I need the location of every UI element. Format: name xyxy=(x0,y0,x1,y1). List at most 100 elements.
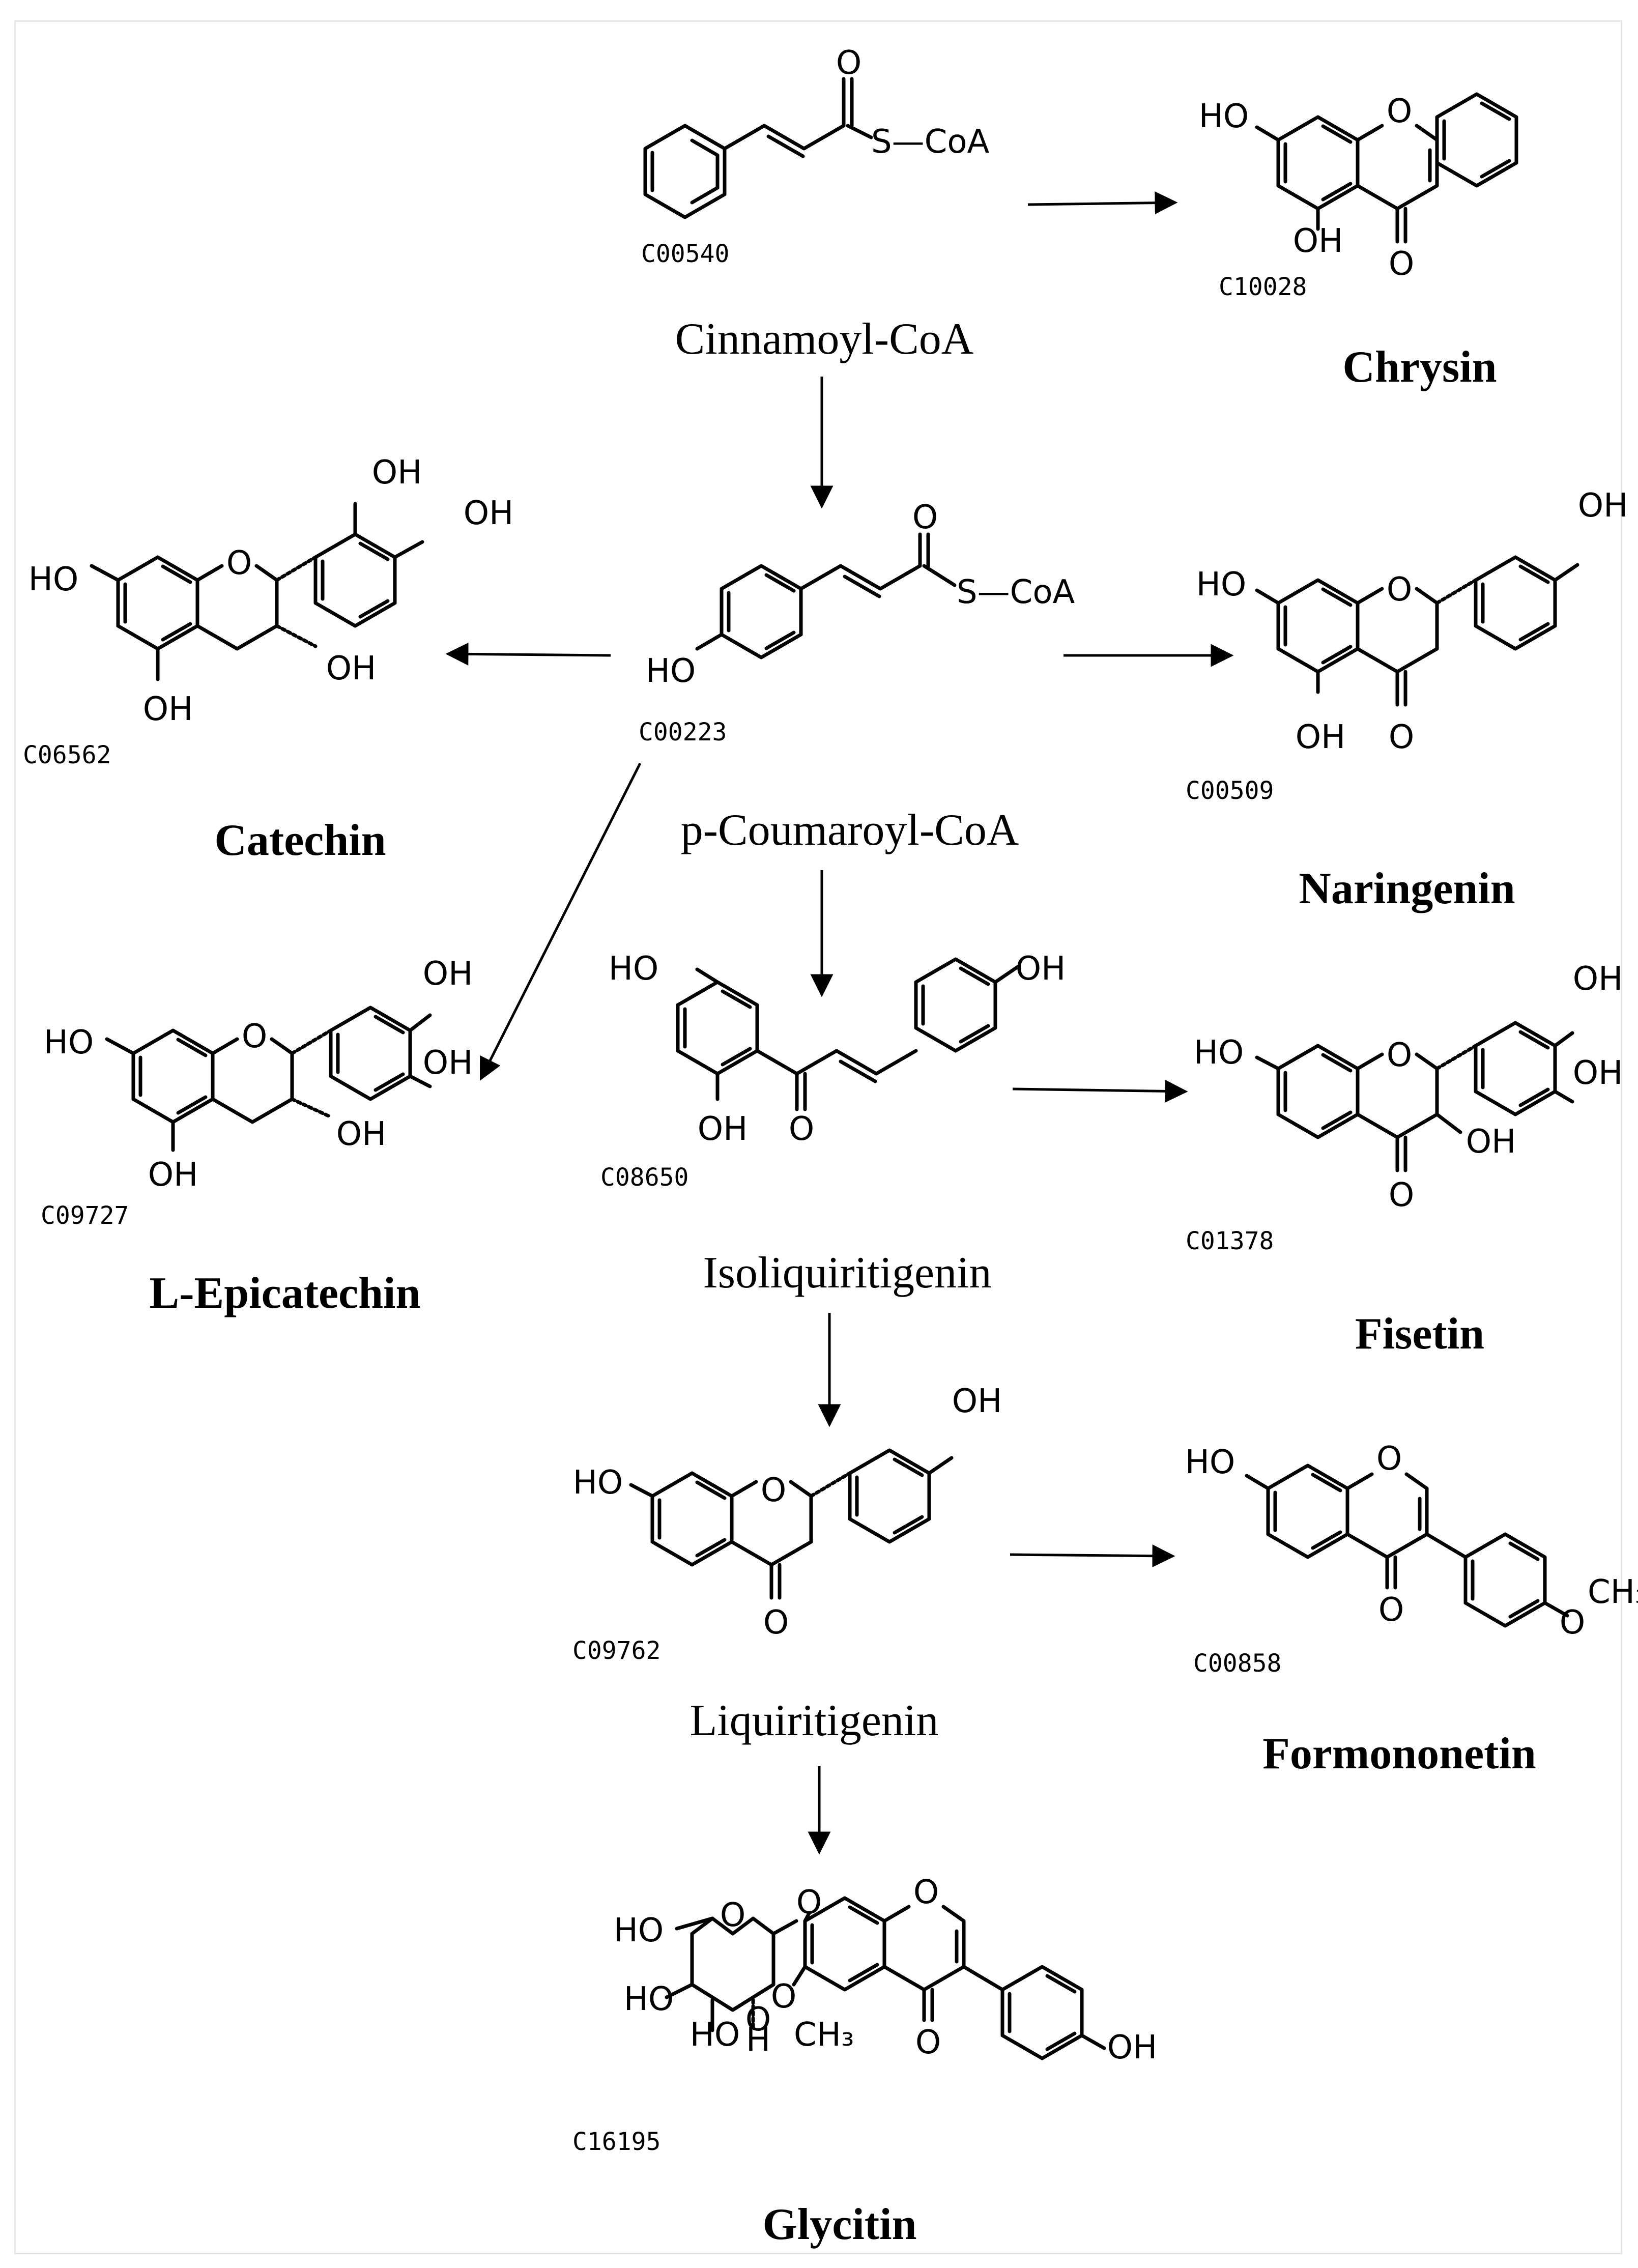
compound-name: p-Coumaroyl-CoA xyxy=(681,806,1019,855)
atom-ho: HO xyxy=(573,1464,623,1502)
atom-ch3: CH₃ xyxy=(794,2016,854,2054)
compound-name: Formononetin xyxy=(1262,1729,1536,1778)
kegg-code: C01378 xyxy=(1186,1227,1274,1255)
atom-keto-o: O xyxy=(915,2024,941,2061)
atom-ring-o: O xyxy=(242,1018,267,1055)
atom-ch3: CH₃ xyxy=(1588,1573,1638,1611)
atom-ho-3: HO xyxy=(690,2016,740,2054)
kegg-code: C06562 xyxy=(23,741,111,769)
compound-formononetin: O HO O O CH₃ C00858 Formononetin xyxy=(1185,1440,1638,1778)
atom-o: O xyxy=(1389,719,1414,756)
atom-o-oh: O xyxy=(745,2001,771,2039)
atom-o: O xyxy=(1389,245,1414,283)
compound-glycitin: O O O O O CH₃ HO HO HO O H OH C16195 Gly… xyxy=(572,1874,1157,2249)
compound-name: Naringenin xyxy=(1299,864,1515,913)
arrow-coumaroyl-to-catechin xyxy=(445,642,611,666)
atom-oh: OH xyxy=(1107,2029,1158,2066)
compound-name: Chrysin xyxy=(1342,342,1497,392)
kegg-code: C08650 xyxy=(600,1163,688,1192)
atom-oh-3: OH xyxy=(336,1115,387,1153)
atom-o: O xyxy=(763,1604,789,1642)
atom-ring-o: O xyxy=(1376,1440,1402,1478)
atom-scoa: S—CoA xyxy=(871,123,989,161)
structure-l-epicatechin: O HO OH OH OH OH xyxy=(44,955,473,1194)
atom-oh-2: OH xyxy=(698,1110,748,1148)
atom-oh-2: OH xyxy=(464,495,514,532)
kegg-code: C00540 xyxy=(641,240,729,268)
structure-fisetin: O HO OH OH OH O xyxy=(1194,960,1623,1214)
structure-catechin: O HO OH OH OH OH xyxy=(28,454,514,728)
atom-ring-o: O xyxy=(913,1874,939,1911)
structure-isoliquiritigenin: HO OH OH O xyxy=(609,950,1066,1148)
atom-ho: HO xyxy=(646,652,696,690)
atom-ether-o: O xyxy=(1560,1604,1585,1642)
atom-oh-1: OH xyxy=(1016,950,1066,988)
compound-naringenin: O HO OH OH O C00509 Naringenin xyxy=(1186,487,1628,913)
kegg-code: C10028 xyxy=(1219,273,1307,301)
atom-ho: HO xyxy=(28,561,79,598)
compound-p-coumaroyl-coa: O S—CoA HO C00223 p-Coumaroyl-CoA xyxy=(639,499,1075,855)
compound-liquiritigenin: O HO OH O C09762 Liquiritigenin xyxy=(572,1383,1002,1745)
atom-oh-2: OH xyxy=(423,1044,473,1082)
atom-ho: HO xyxy=(1185,1444,1235,1481)
atom-ho: HO xyxy=(1199,98,1249,135)
kegg-code: C09762 xyxy=(572,1637,660,1665)
kegg-code: C00858 xyxy=(1193,1649,1281,1678)
structure-chrysin: O HO OH O xyxy=(1199,92,1518,283)
atom-ho: HO xyxy=(1194,1034,1244,1072)
atom-o: O xyxy=(836,44,861,82)
compound-l-epicatechin: O HO OH OH OH OH C09727 L-Epicatechin xyxy=(41,955,473,1318)
atom-sugar-o: O xyxy=(720,1897,745,1934)
compound-name: Glycitin xyxy=(762,2200,916,2249)
atom-ring-o: O xyxy=(1387,1037,1412,1074)
atom-o: O xyxy=(1389,1176,1414,1214)
atom-ho: HO xyxy=(1196,566,1247,604)
kegg-code: C16195 xyxy=(572,2128,660,2156)
atom-ho-2: HO xyxy=(624,1980,674,2018)
atom-oh-2: OH xyxy=(1573,1054,1623,1092)
atom-oh: OH xyxy=(952,1383,1002,1420)
compound-cinnamoyl-coa: O S—CoA C00540 Cinnamoyl-CoA xyxy=(641,44,989,364)
structure-glycitin: O O O O O CH₃ HO HO HO O H OH xyxy=(614,1874,1158,2066)
atom-scoa: S—CoA xyxy=(957,573,1075,611)
atom-ring-o: O xyxy=(1387,93,1412,130)
compound-name: Cinnamoyl-CoA xyxy=(675,314,974,364)
compound-catechin: O HO OH OH OH OH C06562 Catechin xyxy=(23,454,513,865)
atom-linking-o: O xyxy=(796,1884,822,1921)
compound-name: Liquiritigenin xyxy=(690,1696,939,1745)
atom-oh-3: OH xyxy=(326,650,377,687)
kegg-code: C00509 xyxy=(1186,777,1274,805)
compound-isoliquiritigenin: HO OH OH O C08650 Isoliquiritigenin xyxy=(600,950,1066,1298)
atom-ring-o: O xyxy=(761,1472,786,1509)
atom-ho-1: HO xyxy=(614,1912,664,1949)
structure-cinnamoyl-coa: O S—CoA xyxy=(643,44,989,219)
arrow-liquiritigenin-to-formononetin xyxy=(1010,1544,1175,1568)
kegg-code: C00223 xyxy=(639,718,727,747)
compound-fisetin: O HO OH OH OH O C01378 Fisetin xyxy=(1186,960,1623,1359)
atom-oh-4: OH xyxy=(143,691,193,728)
reaction-arrows xyxy=(445,191,1234,1855)
atom-oh-1: OH xyxy=(423,955,473,993)
atom-o: O xyxy=(912,499,938,536)
structure-formononetin: O HO O O CH₃ xyxy=(1185,1440,1638,1642)
compound-name: L-Epicatechin xyxy=(150,1269,421,1318)
atom-ring-o: O xyxy=(1387,571,1412,609)
atom-oh-1: OH xyxy=(1578,487,1628,525)
atom-oh-4: OH xyxy=(148,1156,198,1194)
figure-frame xyxy=(14,20,1622,2254)
kegg-code: C09727 xyxy=(41,1201,129,1230)
atom-o: O xyxy=(789,1110,814,1148)
arrow-coumaroyl-to-epicatechin xyxy=(479,762,642,1081)
atom-oh-2: OH xyxy=(1296,719,1346,756)
atom-h: H xyxy=(746,2021,770,2059)
atom-ring-o: O xyxy=(226,544,252,582)
atom-ho: HO xyxy=(609,950,659,988)
compound-name: Fisetin xyxy=(1355,1309,1484,1359)
atom-oh-3: OH xyxy=(1466,1123,1516,1161)
atom-ho: HO xyxy=(44,1024,94,1061)
structure-naringenin: O HO OH OH O xyxy=(1196,487,1628,756)
atom-o: O xyxy=(1378,1591,1404,1629)
structure-p-coumaroyl-coa: O S—CoA HO xyxy=(646,499,1075,690)
